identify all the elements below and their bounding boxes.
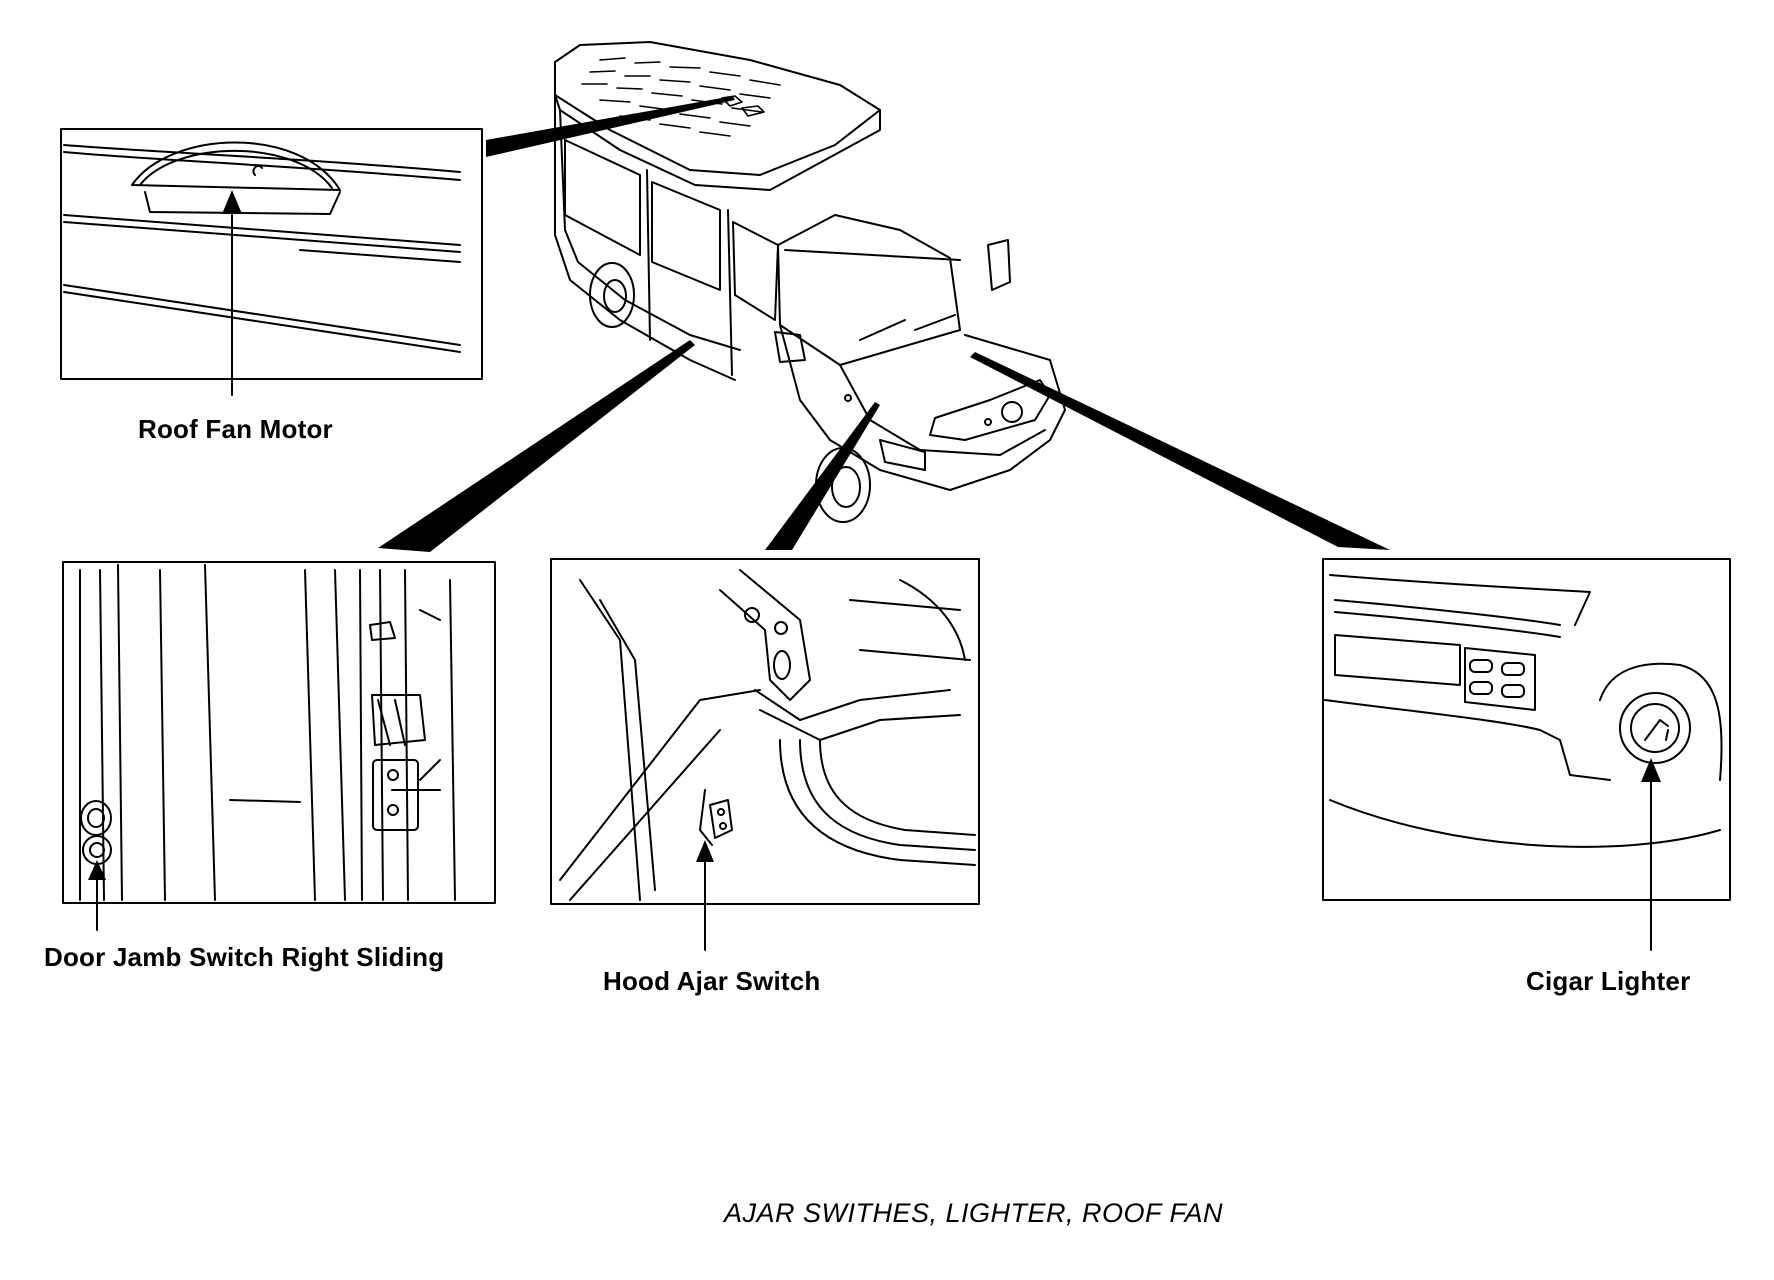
door-jamb-panel: [62, 561, 496, 931]
cigar-lighter-panel: [1322, 558, 1731, 951]
hood-ajar-panel: [550, 558, 980, 951]
door-jamb-switch-label: Door Jamb Switch Right Sliding: [44, 942, 445, 972]
van-illustration: [554, 41, 1066, 523]
figure-caption: AJAR SWITHES, LIGHTER, ROOF FAN: [724, 1198, 1224, 1228]
leader-wedges: [378, 96, 1390, 552]
cigar-lighter-label: Cigar Lighter: [1526, 966, 1691, 996]
roof-fan-motor-label: Roof Fan Motor: [138, 414, 333, 444]
roof-fan-panel: [60, 128, 483, 396]
hood-ajar-switch-label: Hood Ajar Switch: [603, 966, 821, 996]
